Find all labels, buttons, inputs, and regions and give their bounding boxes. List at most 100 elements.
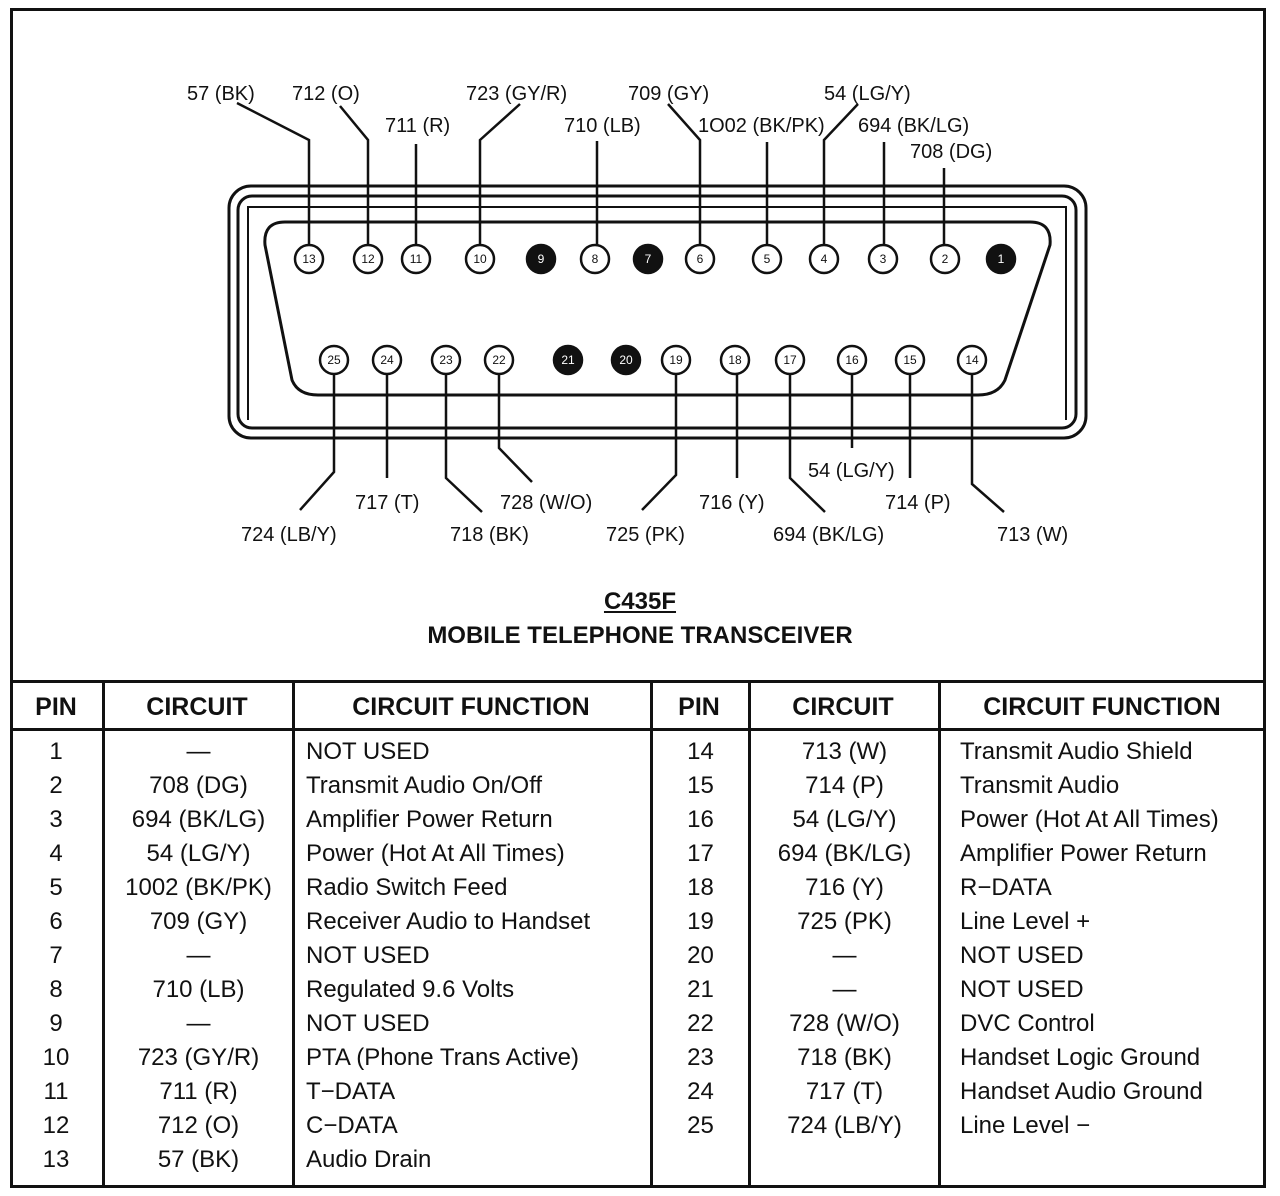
table-cell-function: Amplifier Power Return [960,840,1207,867]
pin-19: 19 [660,344,692,376]
pin-24: 24 [371,344,403,376]
table-cell-pin: 19 [687,908,714,935]
table-cell-function: R−DATA [960,874,1052,901]
table-cell-function: NOT USED [306,942,430,969]
table-cell-function: Power (Hot At All Times) [960,806,1219,833]
svg-text:17: 17 [783,353,797,367]
svg-text:8: 8 [592,252,599,266]
column-divider [938,683,941,1188]
table-cell-circuit: — [186,1010,211,1037]
wire-label: 718 (BK) [450,524,529,546]
table-cell-function: Handset Audio Ground [960,1078,1203,1105]
pin-5: 5 [751,243,783,275]
wire-label: 57 (BK) [187,83,255,105]
header-circuit-left: CIRCUIT [102,683,292,731]
pin-6: 6 [684,243,716,275]
wire-label: 710 (LB) [564,115,641,137]
table-cell-circuit: — [832,942,857,969]
pin-2: 2 [929,243,961,275]
table-cell-function: Transmit Audio On/Off [306,772,543,799]
svg-text:25: 25 [327,353,341,367]
wire-label: 714 (P) [885,492,951,514]
table-cell-function: C−DATA [306,1112,398,1139]
connector-inner-shell [236,194,1078,430]
svg-text:15: 15 [903,353,917,367]
pin-18: 18 [719,344,751,376]
table-cell-function: Receiver Audio to Handset [306,908,591,935]
table-cell-function: Transmit Audio [960,772,1120,799]
table-cell-function: Audio Drain [306,1146,432,1173]
wire-label: 713 (W) [997,524,1068,546]
leader-line [822,103,859,245]
svg-text:24: 24 [380,353,394,367]
connector-subtitle: MOBILE TELEPHONE TRANSCEIVER [427,622,853,649]
leader-line [236,101,311,245]
svg-text:10: 10 [473,252,487,266]
table-cell-pin: 7 [49,942,63,969]
pin-8: 8 [579,243,611,275]
table-cell-function: Regulated 9.6 Volts [306,976,515,1003]
svg-text:20: 20 [619,353,633,367]
svg-text:4: 4 [821,252,828,266]
wire-label: 711 (R) [385,115,450,137]
table-cell-circuit: 716 (Y) [805,874,884,901]
table-cell-pin: 22 [687,1010,714,1037]
table-cell-circuit: 694 (BK/LG) [131,806,266,833]
table-cell-circuit: — [186,738,211,765]
svg-text:11: 11 [410,252,423,266]
table-cell-circuit: 711 (R) [159,1078,238,1105]
svg-text:2: 2 [942,252,949,266]
wire-label: 1O02 (BK/PK) [698,115,825,137]
svg-text:9: 9 [538,252,545,266]
table-cell-pin: 12 [42,1112,70,1139]
pin-9: 9 [525,243,557,275]
wire-label: 709 (GY) [628,83,709,105]
table-cell-function: NOT USED [960,942,1084,969]
table-cell-function: Handset Logic Ground [960,1044,1201,1071]
svg-text:3: 3 [880,252,887,266]
leader-line [497,374,533,483]
table-cell-function: Radio Switch Feed [306,874,508,901]
svg-text:22: 22 [492,353,506,367]
column-divider [102,683,105,1188]
header-function-left: CIRCUIT FUNCTION [292,683,650,731]
wire-label: 717 (T) [355,492,419,514]
table-cell-pin: 15 [687,772,714,799]
pin-15: 15 [894,344,926,376]
table-cell-pin: 16 [687,806,714,833]
column-divider [650,683,653,1188]
table-cell-circuit: 728 (W/O) [789,1010,900,1037]
table-cell-circuit: 694 (BK/LG) [777,840,912,867]
wire-label: 54 (LG/Y) [824,83,911,105]
table-cell-circuit: 54 (LG/Y) [792,806,897,833]
svg-text:5: 5 [764,252,771,266]
leader-lines [236,101,1005,513]
table-cell-pin: 9 [49,1010,63,1037]
table-cell-pin: 1 [49,738,63,765]
connector-face [263,220,1052,397]
table-cell-pin: 20 [687,942,714,969]
header-circuit-right: CIRCUIT [748,683,938,731]
table-cell-function: Line Level − [960,1112,1091,1139]
table-cell-pin: 10 [42,1044,70,1071]
table-cell-circuit: 717 (T) [805,1078,884,1105]
svg-text:23: 23 [439,353,453,367]
table-cell-function: Power (Hot At All Times) [306,840,565,867]
table-cell-function: Transmit Audio Shield [960,738,1193,765]
wire-label: 728 (W/O) [500,492,592,514]
leader-line [641,374,678,511]
table-cell-circuit: 713 (W) [801,738,888,765]
wire-label: 54 (LG/Y) [808,460,895,482]
table-cell-pin: 11 [43,1078,69,1105]
left-circuit-column: —708 (DG)694 (BK/LG)54 (LG/Y)1002 (BK/PK… [105,735,292,1177]
pin-3: 3 [867,243,899,275]
table-cell-circuit: 723 (GY/R) [137,1044,260,1071]
table-cell-function: NOT USED [960,976,1084,1003]
table-cell-pin: 23 [687,1044,714,1071]
svg-text:19: 19 [669,353,683,367]
table-cell-pin: 14 [687,738,714,765]
table-cell-circuit: 724 (LB/Y) [787,1112,902,1139]
